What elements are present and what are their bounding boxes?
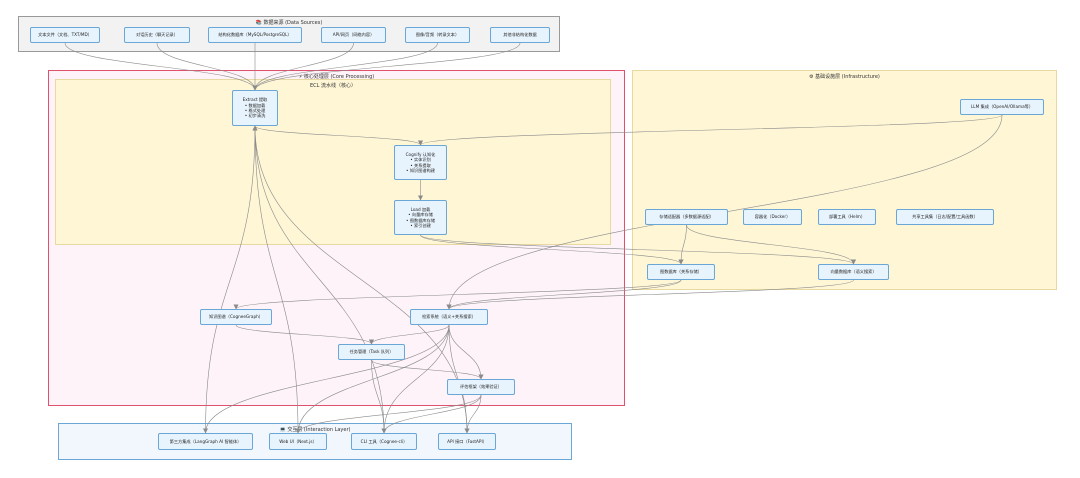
- text-files-node[interactable]: 文本文件（文档、TXT/MD）: [30, 27, 100, 43]
- task-mgmt-label-0: 任务管理（Task 队列）: [349, 349, 394, 355]
- llm-integration-node[interactable]: LLM 集成（OpenAI/Ollama等）: [960, 99, 1044, 115]
- task-management-node[interactable]: 任务管理（Task 队列）: [338, 344, 405, 360]
- knowledge-graph-label-0: 知识图谱（CogneeGraph）: [209, 314, 263, 320]
- api-web-node[interactable]: API/网页（网络内容）: [321, 27, 386, 43]
- third-party-integration-node[interactable]: 第三方集成（LangGraph AI 智能体）: [158, 433, 253, 450]
- retrieval-system-node[interactable]: 检索系统（语义+关系搜索）: [410, 309, 488, 325]
- api-server-label-0: API 接口（FastAPI）: [447, 438, 487, 444]
- deploy-label-0: 部署工具（Helm）: [828, 214, 866, 220]
- src-db-label-0: 结构化数据库（MySQL/PostgreSQL）: [218, 32, 292, 38]
- graph-database-node[interactable]: 图数据库（关系存储）: [647, 264, 715, 280]
- evaluation-label-0: 评估框架（效果验证）: [460, 384, 502, 390]
- cli-label-0: CLI 工具（Cognee-cli）: [360, 438, 408, 444]
- shared-tools-label-0: 共享工具集（日志/配置/工具函数）: [912, 214, 978, 220]
- src-api-label-0: API/网页（网络内容）: [332, 32, 375, 38]
- extract-label-3: • 初步清洗: [244, 113, 266, 119]
- evaluation-framework-node[interactable]: 评估框架（效果验证）: [447, 379, 515, 395]
- web-ui-label-0: Web UI（Next.js）: [279, 438, 317, 444]
- load-label-3: • 索引创建: [410, 222, 431, 228]
- cognify-label-0: Cognify 认知化: [405, 151, 436, 157]
- structured-db-node[interactable]: 结构化数据库（MySQL/PostgreSQL）: [208, 27, 302, 43]
- retrieval-label-0: 检索系统（语义+关系搜索）: [422, 314, 476, 320]
- containerization-node[interactable]: 容器化（Docker）: [743, 209, 802, 225]
- chat-history-node[interactable]: 对话历史（聊天记录）: [124, 27, 190, 43]
- extract-label-1: • 数据加载: [244, 102, 266, 108]
- graph-db-label-0: 图数据库（关系存储）: [660, 269, 702, 275]
- shared-tools-node[interactable]: 共享工具集（日志/配置/工具函数）: [896, 209, 994, 225]
- src-other-label-0: 其他非结构化数据: [503, 32, 537, 38]
- api-server-node[interactable]: API 接口（FastAPI）: [438, 433, 496, 450]
- src-media-label-0: 图像/音频（转录文本）: [415, 32, 460, 38]
- vector-database-node[interactable]: 向量数据库（语义搜索）: [818, 264, 889, 280]
- extract-label-2: • 格式处理: [244, 108, 266, 113]
- container-label-0: 容器化（Docker）: [754, 214, 791, 220]
- ecl-pipeline-cluster: ECL 流水线（核心）: [55, 79, 611, 245]
- knowledge-graph-node[interactable]: 知识图谱（CogneeGraph）: [200, 309, 272, 325]
- cli-tool-node[interactable]: CLI 工具（Cognee-cli）: [351, 433, 417, 450]
- load-label-0: Load 加载: [410, 206, 431, 212]
- extract-node[interactable]: Extract 提取• 数据加载• 格式处理• 初步清洗: [232, 90, 278, 126]
- vector-db-label-0: 向量数据库（语义搜索）: [830, 269, 877, 275]
- llm-label-0: LLM 集成（OpenAI/Ollama等）: [970, 104, 1034, 110]
- third-party-label-0: 第三方集成（LangGraph AI 智能体）: [169, 438, 242, 444]
- storage-adapter-label-0: 存储适配器（多数据源适配）: [659, 214, 714, 220]
- deploy-tools-node[interactable]: 部署工具（Helm）: [818, 209, 876, 225]
- src-text-label-0: 文本文件（文档、TXT/MD）: [38, 32, 92, 38]
- data-sources-title: 📚 数据来源 (Data Sources): [255, 20, 323, 26]
- infrastructure-title: ⚙ 基础设施层 (Infrastructure): [809, 74, 880, 80]
- interaction-title: 💻 交互层 (Interaction Layer): [279, 427, 351, 433]
- storage-adapter-node[interactable]: 存储适配器（多数据源适配）: [645, 209, 728, 225]
- image-audio-node[interactable]: 图像/音频（转录文本）: [405, 27, 470, 43]
- web-ui-node[interactable]: Web UI（Next.js）: [269, 433, 327, 450]
- cognify-label-3: • 知识图谱构建: [406, 167, 435, 173]
- other-unstructured-node[interactable]: 其他非结构化数据: [490, 27, 550, 43]
- extract-label-0: Extract 提取: [242, 97, 268, 103]
- load-node[interactable]: Load 加载• 向量库存储• 图数据库存储• 索引创建: [394, 200, 447, 235]
- src-chat-label-0: 对话历史（聊天记录）: [136, 32, 178, 38]
- cognify-label-1: • 实体识别: [410, 157, 431, 163]
- cognify-label-2: • 关系提取: [410, 162, 431, 168]
- cognify-node[interactable]: Cognify 认知化• 实体识别• 关系提取• 知识图谱构建: [394, 145, 447, 180]
- load-label-1: • 向量库存储: [408, 212, 433, 218]
- ecl-pipeline-title: ECL 流水线（核心）: [309, 83, 357, 89]
- load-label-2: • 图数据库存储: [406, 217, 435, 223]
